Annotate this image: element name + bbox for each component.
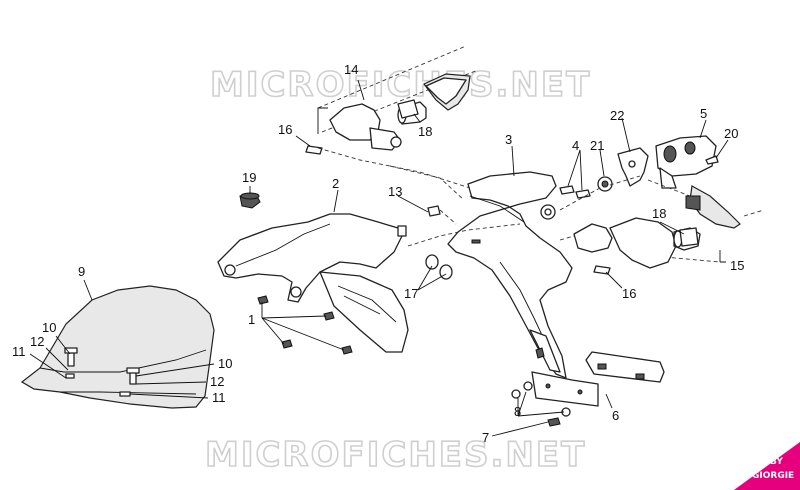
part-15-right-indicator — [573, 185, 741, 269]
callout-leaders — [29, 79, 729, 437]
callout-19: 19 — [242, 170, 256, 185]
part-22-bracket — [617, 147, 649, 187]
callout-7: 7 — [482, 430, 489, 445]
brand-by: BY — [770, 457, 783, 467]
callout-21: 21 — [590, 138, 604, 153]
callout-15: 15 — [730, 258, 744, 273]
watermark-bottom: MICROFICHES.NET — [205, 435, 586, 475]
callout-1: 1 — [248, 312, 255, 327]
callout-18-left: 18 — [418, 124, 432, 139]
part-17-grommets — [425, 254, 453, 280]
callout-16-right: 16 — [622, 286, 636, 301]
callout-17: 17 — [404, 286, 418, 301]
callout-12-left: 12 — [30, 334, 44, 349]
part-18-bulbs — [397, 99, 699, 247]
watermark-top: MICROFICHES.NET — [210, 65, 591, 105]
callout-2: 2 — [332, 176, 339, 191]
callout-18-right: 18 — [652, 206, 666, 221]
callout-20: 20 — [724, 126, 738, 141]
callout-5: 5 — [700, 106, 707, 121]
callout-4: 4 — [572, 138, 579, 153]
callout-12-right: 12 — [210, 374, 224, 389]
callout-6: 6 — [612, 408, 619, 423]
assembly-line-a — [317, 147, 471, 189]
part-5-tail-light — [655, 135, 717, 189]
callout-11-left: 11 — [12, 344, 26, 359]
assembly-line-h — [743, 209, 765, 217]
part-3-license-plate-holder — [447, 171, 573, 379]
part-21-spacer — [597, 176, 613, 192]
callout-3: 3 — [505, 132, 512, 147]
callout-11-right: 11 — [212, 390, 226, 405]
part-9-rear-mudguard — [20, 285, 215, 409]
callout-22: 22 — [610, 108, 624, 123]
callout-10-right: 10 — [218, 356, 232, 371]
callout-13: 13 — [388, 184, 402, 199]
callout-14: 14 — [344, 62, 358, 77]
callout-10-left: 10 — [42, 320, 56, 335]
callout-16-left: 16 — [278, 122, 292, 137]
callout-labels: 14 16 18 19 2 13 3 4 21 22 5 20 18 15 16… — [12, 62, 744, 445]
part-20-screw — [705, 155, 719, 165]
brand-name: GIORGIE — [752, 471, 794, 481]
assembly-line-b — [389, 165, 465, 201]
part-13-clip — [427, 205, 441, 217]
part-6-reflector — [531, 351, 665, 407]
part-1-screws — [257, 295, 353, 355]
part-2-undertray — [217, 213, 409, 353]
callout-9: 9 — [78, 264, 85, 279]
part-4-screws — [559, 185, 591, 199]
brand-badge: BY GIORGIE — [734, 442, 800, 490]
brand-logo-shape — [734, 442, 800, 490]
assembly-line-f — [559, 175, 641, 211]
assembly-line-c — [407, 223, 521, 247]
assembly-line-d — [439, 209, 457, 225]
part-19-grommet — [239, 192, 261, 209]
assembly-line-e — [559, 235, 575, 241]
assembly-line-g — [647, 179, 691, 197]
callout-8: 8 — [514, 404, 521, 419]
